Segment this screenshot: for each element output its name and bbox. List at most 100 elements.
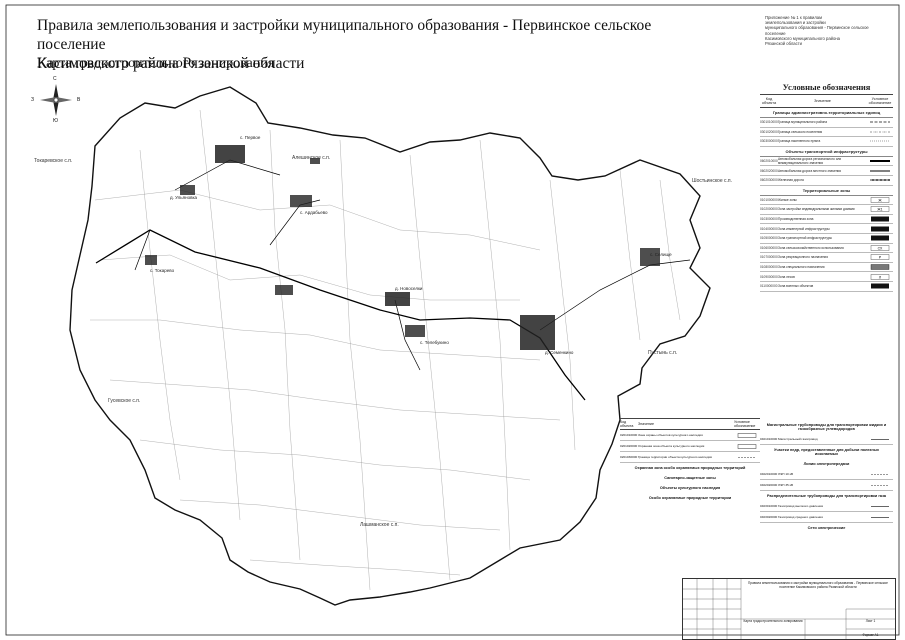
legend2-col-code: Код объекта [620,420,634,428]
compass-east: В [77,97,81,103]
legend-symbol: Р [867,254,893,261]
place-label: д. Ульяновка [170,195,198,200]
legend3-symbol [867,437,893,442]
legend-code: 0102000000 [760,207,778,212]
legend3-row: 0402010000 ЛЭП 10 кВ [760,469,893,480]
legend-code: 0101000000 [760,197,778,202]
compass-rose-icon: С Ю З В [31,76,80,124]
legend-symbol: Ж [867,196,893,203]
legend-label: Жилые зоны [778,197,797,202]
legend-symbol [867,119,893,126]
legend-symbol-graphic [871,283,889,289]
legend3-row: 0401010000 Магистральный газопровод [760,434,893,445]
legend2-col-name: Значение [638,422,654,426]
title-block-grid [683,579,895,639]
legend-code: 0107000000 [760,255,778,260]
legend-label: Граница населенного пункта [778,139,821,144]
legend-section-title: Границы административно-территориальных … [760,108,893,118]
legend2-code: 0201020000 [620,444,638,448]
legend-code: 0602020000 [760,168,778,173]
legend-symbol-graphic: Л [870,273,890,280]
legend3-label: Газопровод высокого давления [778,504,823,508]
legend2-section-title: Охранная зона особо охраняемых природных… [634,466,746,470]
legend3-code: 0402020000 [760,483,778,487]
legend-symbol: СХ [867,244,893,251]
legend-secondary: Код объекта Значение Условное обозначени… [620,418,760,578]
secondary-roads [134,159,691,371]
neighbor-label: Гусевское с.п. [108,398,141,404]
stamp-line: Приложение № 1 к правилам [765,15,823,20]
compass-west: З [31,97,35,103]
legend2-row: 0201020000 Охранная зона объекта культур… [620,441,760,452]
legend2-symbol [734,432,760,438]
legend-label: Зона специального назначения [778,265,825,270]
document-title: Правила землепользования и застройки мун… [37,16,677,73]
legend3-label: ЛЭП 35 кВ [778,483,794,487]
legend3-row: 0402020000 ЛЭП 35 кВ [760,480,893,491]
compass-north: С [53,76,57,82]
legend-symbol-graphic: Ж1 [870,206,890,213]
legend3-label: ЛЭП 10 кВ [778,472,794,476]
legend-symbol-graphic [871,216,889,222]
legend-symbol-graphic [870,131,890,133]
legend-col-symbol: Условное обозначение [868,97,892,105]
legend-symbol: Л [867,273,893,280]
legend3-section-title: Магистральные трубопроводы для транспорт… [766,423,887,431]
place-label: с. Телебукино [420,340,449,345]
svg-text:Ж: Ж [878,198,882,202]
legend-col-name: Значение [814,99,831,103]
legend-symbol-graphic [870,264,890,270]
legend2-code: 0201030000 [620,455,638,459]
legend2-symbol [734,443,760,449]
legend-sections: Границы административно-территориальных … [760,108,893,292]
place-label: с. Селище [650,252,672,257]
legend-tertiary: Магистральные трубопроводы для транспорт… [760,420,893,580]
legend2-label: Граница территории объекта культурного н… [638,455,712,459]
svg-text:Р: Р [879,256,882,260]
legend-col-code: Код объекта [761,97,777,105]
legend3-code: 0402010000 [760,472,778,476]
settlement-clusters [145,145,660,350]
legend-section-title: Объекты транспортной инфраструктуры [760,147,893,157]
legend-code: 0303000000 [760,139,778,144]
legend-symbol [867,177,893,184]
legend3-label: Газопровод среднего давления [778,515,823,519]
legend3-section-title: Сети электрические [807,526,846,530]
legend-label: Зона инженерной инфраструктуры [778,226,830,231]
legend-symbol-graphic: Р [870,254,890,261]
legend-symbol-graphic [870,179,890,181]
legend3-label: Магистральный газопровод [778,437,818,441]
legend-symbol-graphic [871,235,889,241]
legend-label: Зона рекреационного назначения [778,255,828,260]
legend-label: Граница сельского поселения [778,129,823,134]
legend3-symbol [867,483,893,488]
legend2-row: 0201010000 Зона охраны объектов культурн… [620,430,760,441]
neighbor-label: Пустынь с.п. [648,350,678,356]
legend-symbol [867,138,893,145]
stamp-line: муниципального образования - Первинское … [765,25,869,36]
place-label: с. Первое [240,135,261,140]
legend3-code: 0401010000 [760,437,778,441]
legend-symbol-graphic [871,226,889,232]
legend-symbol [867,128,893,135]
legend2-section-title: Объекты культурного наследия [659,486,721,490]
legend-panel: Условные обозначения Код объекта Значени… [760,82,893,477]
stamp-line: Рязанской области [765,41,802,47]
legend-symbol [867,167,893,174]
legend3-code: 0403010000 [760,504,778,508]
legend-symbol-graphic [870,141,890,142]
legend-symbol-graphic [870,170,890,172]
legend-symbol [867,283,893,290]
svg-text:СХ: СХ [878,246,883,250]
neighbor-label: Шостьинское с.п. [692,178,732,184]
legend-code: 0105000000 [760,236,778,241]
compass-rose-graphic [40,84,72,116]
legend-code: 0301010000 [760,120,778,125]
